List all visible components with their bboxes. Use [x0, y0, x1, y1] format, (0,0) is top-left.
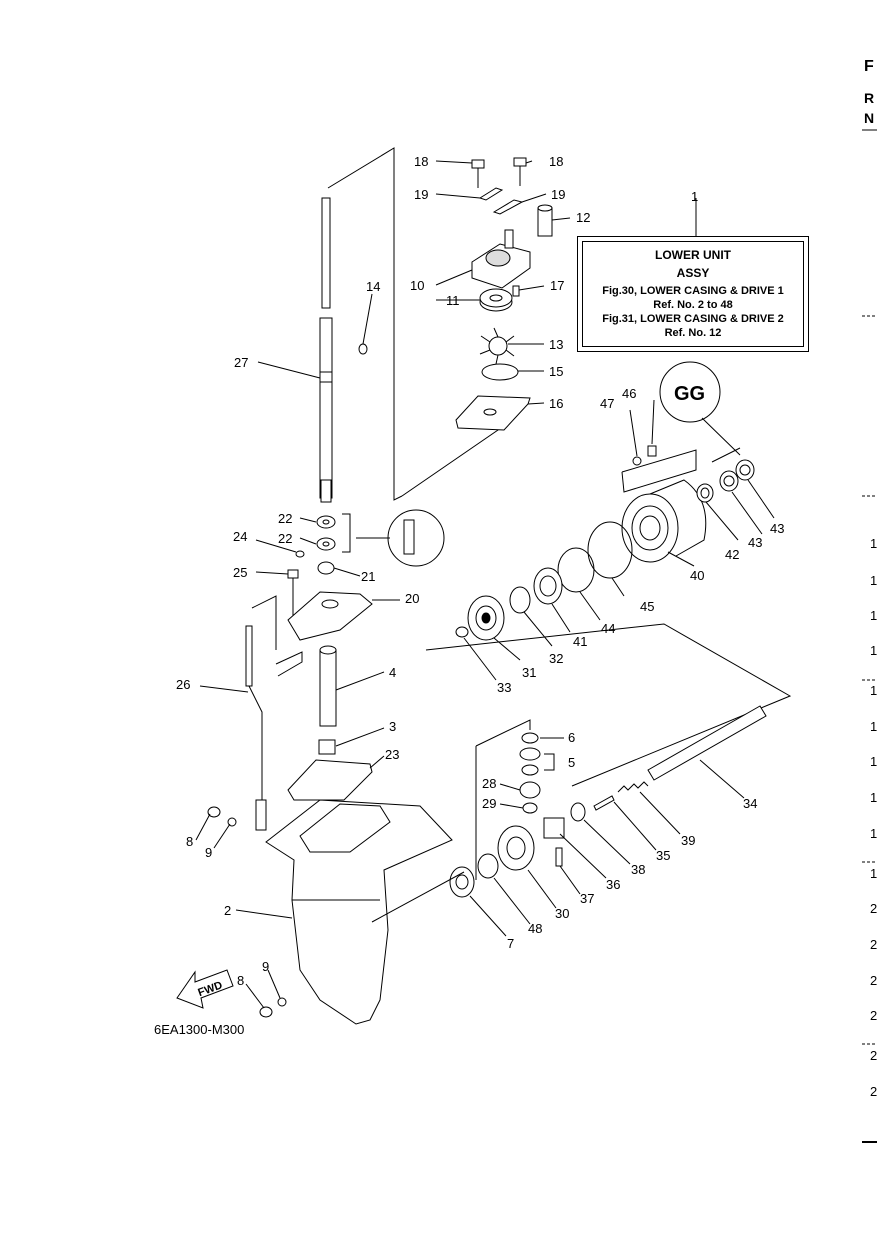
- part-label: 43: [748, 535, 763, 550]
- callout-line: ASSY: [676, 266, 710, 280]
- part-label: 39: [681, 833, 696, 848]
- part-label: 16: [549, 396, 564, 411]
- part-label: 7: [507, 936, 515, 951]
- row-number: 2: [870, 937, 877, 952]
- part-label: 25: [233, 565, 248, 580]
- drawing-code: 6EA1300-M300: [154, 1022, 245, 1037]
- part-label: 28: [482, 776, 497, 791]
- part-label: 15: [549, 364, 564, 379]
- part-label: 8: [186, 834, 194, 849]
- part-label: 47: [600, 396, 615, 411]
- propeller-shaft-housing: [621, 479, 707, 563]
- part-label: 21: [361, 569, 376, 584]
- part-label: 24: [233, 529, 248, 544]
- part-label: 6: [568, 730, 576, 745]
- part-label: 27: [234, 355, 249, 370]
- part-label: 17: [550, 278, 565, 293]
- part-label: 11: [446, 293, 460, 308]
- callout-number: 1: [691, 189, 699, 204]
- right-column-char: F: [864, 58, 874, 75]
- part-label: 44: [601, 621, 616, 636]
- part-label: 9: [262, 959, 270, 974]
- part-label: 10: [410, 278, 425, 293]
- drive-shaft: [319, 197, 333, 503]
- right-column-char: N: [864, 110, 875, 126]
- row-number: 1: [870, 683, 877, 698]
- part-label: 30: [555, 906, 570, 921]
- row-number: 2: [870, 973, 877, 988]
- right-column-char: R: [864, 90, 875, 106]
- impeller: [479, 327, 515, 365]
- part-label: 37: [580, 891, 595, 906]
- part-label: 35: [656, 848, 671, 863]
- row-number: 2: [870, 901, 877, 916]
- part-label: 48: [528, 921, 543, 936]
- retainer: [287, 591, 373, 641]
- part-label: 42: [725, 547, 740, 562]
- reverse-gear: [467, 595, 505, 641]
- part-label: 36: [606, 877, 621, 892]
- part-label: 22: [278, 531, 293, 546]
- row-number: 1: [870, 826, 877, 841]
- part-label: 12: [576, 210, 591, 225]
- lower-casing: [265, 799, 453, 1025]
- row-number: 1: [870, 790, 877, 805]
- part-label: 4: [389, 665, 397, 680]
- part-label: 41: [573, 634, 588, 649]
- part-label: 3: [389, 719, 397, 734]
- propeller-shaft: [647, 705, 767, 781]
- part-label: 31: [522, 665, 537, 680]
- part-label: 8: [237, 973, 245, 988]
- part-label: 46: [622, 386, 637, 401]
- row-number: 1: [870, 608, 877, 623]
- row-number: 2: [870, 1084, 877, 1099]
- part-label: 13: [549, 337, 564, 352]
- part-label: 23: [385, 747, 400, 762]
- row-number: 2: [870, 1048, 877, 1063]
- part-label: 40: [690, 568, 705, 583]
- row-number: 2: [870, 1008, 877, 1023]
- row-number: 1: [870, 573, 877, 588]
- part-label: 14: [366, 279, 381, 294]
- part-label: 38: [631, 862, 646, 877]
- part-label: 33: [497, 680, 512, 695]
- row-number: 1: [870, 719, 877, 734]
- assembly-callout-box: LOWER UNIT ASSY Fig.30, LOWER CASING & D…: [577, 236, 809, 352]
- part-label: 45: [640, 599, 655, 614]
- row-number: 1: [870, 754, 877, 769]
- part-label: 19: [551, 187, 566, 202]
- callout-line: Fig.31, LOWER CASING & DRIVE 2: [602, 313, 784, 325]
- callout-line: Ref. No. 12: [664, 327, 722, 339]
- svg-text:GG: GG: [674, 383, 705, 405]
- part-label: 5: [568, 755, 576, 770]
- part-label: 26: [176, 677, 191, 692]
- water-pump-housing: [471, 229, 531, 289]
- part-label: 2: [224, 903, 232, 918]
- part-label: 18: [414, 154, 429, 169]
- callout-line: Ref. No. 2 to 48: [653, 299, 733, 311]
- part-label: 19: [414, 187, 429, 202]
- shift-rod: [245, 625, 267, 831]
- row-number: 1: [870, 536, 877, 551]
- part-label: 43: [770, 521, 785, 536]
- part-label: 18: [549, 154, 564, 169]
- part-label: 34: [743, 796, 758, 811]
- row-number: 1: [870, 866, 877, 881]
- callout-line: Fig.30, LOWER CASING & DRIVE 1: [602, 285, 784, 297]
- part-label: 20: [405, 591, 420, 606]
- part-label: 29: [482, 796, 497, 811]
- part-label: 32: [549, 651, 564, 666]
- callout-line: LOWER UNIT: [655, 248, 731, 262]
- forward-arrow-icon: FWD: [176, 969, 234, 1009]
- row-number: 1: [870, 643, 877, 658]
- part-label: 22: [278, 511, 293, 526]
- part-label: 9: [205, 845, 213, 860]
